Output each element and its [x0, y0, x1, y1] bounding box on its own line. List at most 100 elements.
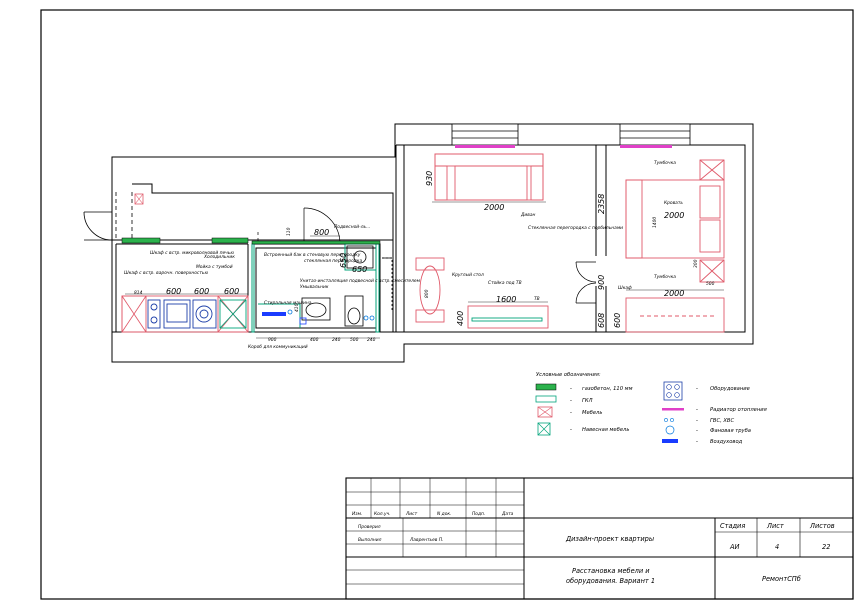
- dim-410: 410: [294, 303, 300, 312]
- label-divan: Диван: [520, 212, 536, 218]
- oven: [163, 299, 191, 329]
- bath-sink: [301, 297, 331, 321]
- toilet: [344, 295, 364, 327]
- dim-600-3: 600: [224, 287, 239, 296]
- title-block: [345, 477, 854, 600]
- legend-symbol-sewer: [665, 425, 675, 435]
- dim-800-table: 800: [424, 289, 430, 298]
- legend-item-equipment: Оборудование: [710, 386, 750, 392]
- dim-600-2: 600: [194, 287, 209, 296]
- stamp-col-izm: Изм.: [352, 511, 362, 517]
- dim-500-b: 500: [350, 337, 359, 343]
- nightstand-bottom: [699, 259, 725, 283]
- dim-608: 608: [597, 313, 606, 328]
- stamp-header-sheets: Листов: [809, 522, 835, 530]
- kitchen-unit: [121, 295, 249, 333]
- stamp-sheet: 4: [775, 543, 779, 551]
- legend-symbol-hanging: [537, 422, 551, 436]
- hob: [147, 299, 161, 329]
- tv: [471, 317, 543, 322]
- round-table: [419, 265, 441, 315]
- duct-bath2: [299, 317, 307, 325]
- radiators: [455, 145, 672, 148]
- label-tumba-top: Тумбочка: [654, 160, 676, 166]
- dim-600-1: 600: [166, 287, 181, 296]
- dim-2358: 2358: [597, 194, 606, 214]
- legend-item-duct: Воздуховод: [710, 439, 743, 445]
- legend-symbol-gas-concrete: [535, 383, 557, 391]
- dim-300: 300: [693, 259, 699, 268]
- svg-text:-: -: [696, 407, 698, 413]
- dim-bed: 2000: [664, 211, 684, 220]
- tv-stand: [467, 305, 549, 329]
- dim-600-right: 600: [613, 313, 622, 328]
- stamp-col-ndok: N док.: [437, 511, 451, 517]
- legend-item-water: ГВС, ХВС: [710, 418, 734, 424]
- svg-text:-: -: [696, 439, 698, 445]
- label-round-table: Круглый стол: [452, 272, 484, 278]
- living-inner: [404, 144, 746, 333]
- svg-text:-: -: [570, 386, 572, 392]
- label-toilet-note: Унитаз-инсталляция подвесной с встр. сме…: [300, 278, 421, 284]
- label-ceiling: Подвесной-ль...: [334, 224, 370, 230]
- label-wash-machine: Стиральная машина: [264, 300, 312, 306]
- dim-400: 400: [456, 311, 465, 326]
- entrance-door: [83, 192, 133, 241]
- furniture: [121, 153, 725, 333]
- label-fridge: Холодильник: [203, 254, 235, 260]
- label-cabinet-oven: Шкаф с встр. варочн. поверхностью: [124, 270, 208, 276]
- bathroom-equipment: [301, 245, 393, 327]
- dim-900-b: 900: [268, 337, 277, 343]
- label-tumba-bottom: Тумбочка: [654, 274, 676, 280]
- svg-text:-: -: [696, 418, 698, 424]
- dim-110: 110: [286, 227, 292, 236]
- dim-800-top: 800: [314, 228, 329, 237]
- legend-symbol-water: [664, 418, 668, 422]
- legend-item-gas-concrete: газобетон, 110 мм: [582, 386, 633, 392]
- plan-labels: Диван Стеклянная перегородка с порбильна…: [124, 160, 683, 350]
- bathroom-door: [303, 207, 341, 245]
- corridor-wall: [112, 183, 394, 241]
- dimensions: 930 2000 2358 2000 1400 300 500 900 608 …: [134, 171, 715, 343]
- stamp-project: Дизайн-проект квартиры: [565, 535, 654, 543]
- svg-text:-: -: [570, 427, 572, 433]
- legend-symbol-radiator: [662, 408, 684, 411]
- label-krovat: Кровать: [664, 200, 683, 206]
- dim-240b: 240: [367, 337, 376, 343]
- legend-item-hanging: Навесная мебель: [582, 427, 629, 433]
- svg-text:-: -: [570, 410, 572, 416]
- stamp-checked: Проверил: [358, 524, 381, 530]
- label-glass-partition: Стеклянная перегородка с порбильнами: [528, 225, 623, 231]
- legend-symbol-duct: [662, 439, 678, 443]
- nightstand-top: [699, 159, 725, 181]
- dim-650a: 650: [339, 253, 348, 268]
- label-wardrobe-kitchen: Шкаф с встр. микроволновой печью: [150, 250, 234, 256]
- dim-814: 814: [134, 290, 143, 296]
- svg-text:-: -: [696, 428, 698, 434]
- equipment: [147, 299, 217, 329]
- label-washer: Мойка с тумбой: [196, 264, 233, 270]
- label-tv-stand: Стойка под ТВ: [488, 280, 522, 286]
- dim-sofa: 2000: [484, 203, 504, 212]
- stamp-org: РемонтСПб: [762, 575, 801, 583]
- outer-wall: [111, 123, 754, 363]
- dim-1400: 1400: [652, 217, 658, 228]
- label-bath-sink: Умывальник: [300, 284, 329, 290]
- label-box-comm: Короб для коммуникаций: [248, 344, 308, 350]
- pipes: [287, 309, 375, 321]
- dim-1600: 1600: [496, 295, 516, 304]
- stamp-col-data: Дата: [501, 511, 514, 517]
- legend-symbol-gkl: [535, 395, 557, 403]
- legend-title: Условные обозначения:: [536, 372, 601, 378]
- hanging-cabinets: [219, 299, 247, 329]
- stamp-stage: АИ: [729, 543, 740, 551]
- legend-item-furniture: Мебель: [582, 410, 602, 416]
- legend-symbol-equipment: [663, 381, 683, 401]
- window-2: [619, 123, 691, 146]
- label-tv: ТВ: [534, 296, 540, 302]
- windows: [451, 123, 691, 146]
- dim-650b: 650: [352, 265, 367, 274]
- legend: Условные обозначения: - - - - газобетон,…: [535, 372, 767, 445]
